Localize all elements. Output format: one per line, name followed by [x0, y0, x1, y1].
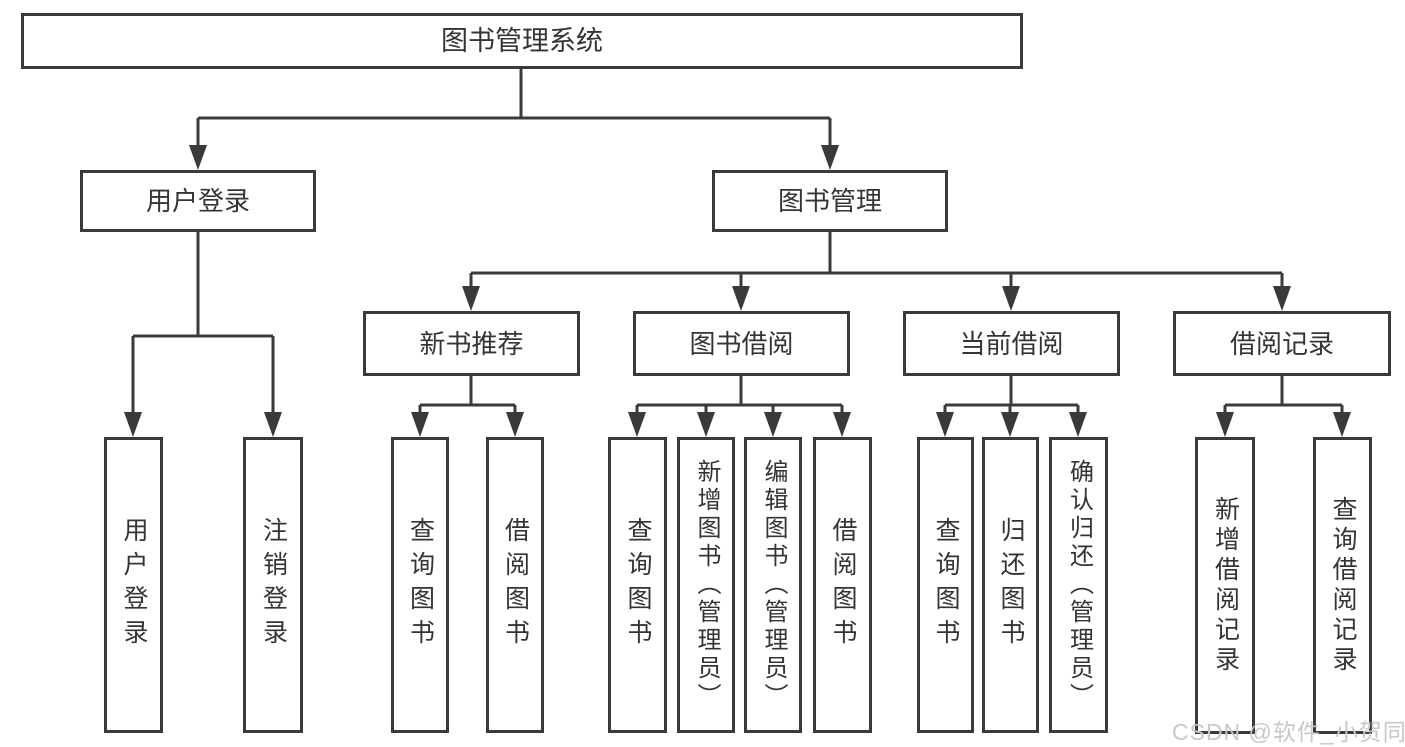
leaf-newrec-borrow-books-label: 借阅图书 [501, 517, 530, 653]
leaf-records-query-borrow-record-label: 查询借阅记录 [1329, 495, 1357, 676]
node-book-management: 图书管理 [712, 170, 948, 232]
node-root-label: 图书管理系统 [441, 25, 603, 56]
leaf-newrec-query-books: 查询图书 [391, 437, 449, 733]
leaf-borrowing-add-books-admin-label: 新增图书（管理员） [693, 459, 720, 711]
node-new-book-recommend: 新书推荐 [363, 311, 580, 376]
arrowhead-icon [506, 412, 524, 437]
arrowhead-icon [732, 286, 750, 311]
node-book-borrowing: 图书借阅 [633, 311, 850, 376]
leaf-records-add-borrow-record: 新增借阅记录 [1195, 437, 1255, 734]
leaf-borrowing-query-books: 查询图书 [608, 437, 667, 733]
arrowhead-icon [764, 412, 782, 437]
leaf-user-login-label: 用户登录 [120, 517, 148, 653]
leaf-current-return-books-label: 归还图书 [997, 517, 1025, 653]
connector-current-children [943, 376, 1080, 416]
connector-user-login-children [131, 232, 275, 416]
leaf-records-add-borrow-record-label: 新增借阅记录 [1211, 495, 1240, 676]
leaf-current-query-books: 查询图书 [917, 437, 974, 733]
leaf-borrowing-add-books-admin: 新增图书（管理员） [677, 437, 735, 733]
connector-newrec-children [418, 376, 517, 416]
node-current-borrowing: 当前借阅 [903, 311, 1120, 376]
arrowhead-icon [821, 145, 839, 170]
leaf-borrowing-edit-books-admin-label: 编辑图书（管理员） [760, 459, 787, 711]
leaf-newrec-query-books-label: 查询图书 [406, 517, 435, 653]
node-borrow-records: 借阅记录 [1173, 311, 1391, 376]
arrowhead-icon [1069, 412, 1087, 437]
arrowhead-icon [1273, 286, 1291, 311]
node-book-management-label: 图书管理 [777, 186, 882, 216]
connector-records-children [1223, 376, 1344, 416]
arrowhead-icon [1333, 412, 1351, 437]
node-borrow-records-label: 借阅记录 [1229, 328, 1334, 359]
leaf-logout-label: 注销登录 [259, 517, 288, 653]
node-user-login: 用户登录 [80, 170, 316, 232]
arrowhead-icon [697, 412, 715, 437]
node-current-borrowing-label: 当前借阅 [959, 328, 1064, 359]
leaf-current-confirm-return-admin: 确认归还（管理员） [1049, 437, 1108, 733]
leaf-current-confirm-return-admin-label: 确认归还（管理员） [1065, 459, 1093, 711]
arrowhead-icon [264, 412, 282, 437]
connector-root-to-level2 [196, 68, 832, 150]
node-book-borrowing-label: 图书借阅 [689, 328, 794, 359]
node-root: 图书管理系统 [21, 13, 1023, 69]
leaf-current-query-books-label: 查询图书 [932, 517, 960, 653]
arrowhead-icon [411, 412, 429, 437]
node-user-login-label: 用户登录 [145, 186, 250, 216]
arrowhead-icon [628, 412, 646, 437]
arrowhead-icon [833, 412, 851, 437]
arrowhead-icon [462, 286, 480, 311]
arrowhead-icon [936, 412, 954, 437]
arrowhead-icon [1002, 286, 1020, 311]
leaf-logout: 注销登录 [243, 437, 303, 733]
leaf-user-login: 用户登录 [104, 437, 163, 733]
watermark: CSDN @软件_小贺同学 [1172, 719, 1405, 745]
arrowhead-icon [124, 412, 142, 437]
node-new-book-recommend-label: 新书推荐 [419, 328, 524, 359]
leaf-borrowing-edit-books-admin: 编辑图书（管理员） [744, 437, 802, 733]
connector-borrowing-children [635, 376, 844, 416]
connector-book-mgmt-children [469, 232, 1284, 290]
leaf-borrowing-query-books-label: 查询图书 [624, 517, 652, 653]
leaf-borrowing-borrow-books: 借阅图书 [813, 437, 872, 733]
arrowhead-icon [1216, 412, 1234, 437]
arrowhead-icon [189, 145, 207, 170]
leaf-borrowing-borrow-books-label: 借阅图书 [829, 517, 857, 653]
leaf-current-return-books: 归还图书 [982, 437, 1039, 733]
leaf-newrec-borrow-books: 借阅图书 [486, 437, 544, 733]
leaf-records-query-borrow-record: 查询借阅记录 [1313, 437, 1372, 734]
arrowhead-icon [1001, 412, 1019, 437]
